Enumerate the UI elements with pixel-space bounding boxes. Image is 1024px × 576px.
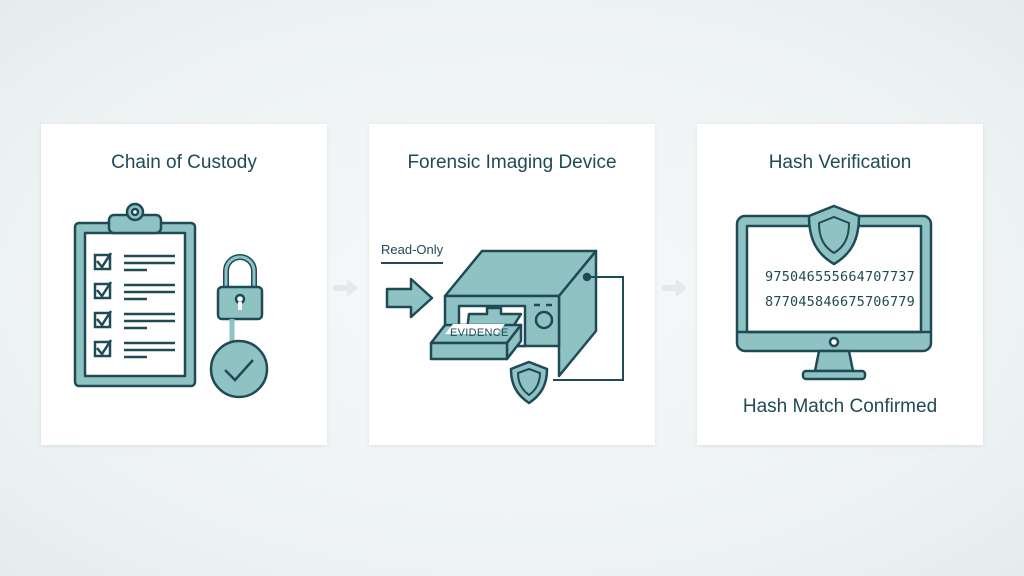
hash-value-2: 877045846675706779	[765, 294, 915, 310]
read-only-underline	[381, 262, 443, 264]
shield-icon	[509, 360, 549, 405]
evidence-label: EVIDENCE	[450, 327, 509, 339]
check-circle-icon	[209, 339, 269, 399]
clipboard-checklist-icon	[73, 202, 269, 399]
panel-title: Hash Verification	[768, 152, 912, 173]
arrow-right-icon	[385, 277, 434, 319]
forensic-imaging-panel: Forensic Imaging Device Read-Only EVIDEN…	[369, 124, 655, 445]
arrow-right-icon	[662, 279, 687, 297]
arrow-right-icon	[333, 279, 358, 297]
panel-title: Forensic Imaging Device	[407, 152, 617, 173]
hash-verification-panel: Hash Verification 975046555664707737 877…	[697, 124, 983, 445]
panel-title: Chain of Custody	[111, 152, 257, 173]
imaging-device-icon	[385, 249, 624, 405]
hash-value-1: 975046555664707737	[765, 269, 915, 285]
hash-match-status: Hash Match Confirmed	[742, 396, 938, 417]
read-only-label: Read-Only	[381, 242, 444, 257]
shield-icon	[807, 204, 861, 266]
monitor-icon	[735, 204, 933, 381]
padlock-icon	[216, 254, 264, 346]
chain-of-custody-panel: Chain of Custody	[41, 124, 327, 445]
